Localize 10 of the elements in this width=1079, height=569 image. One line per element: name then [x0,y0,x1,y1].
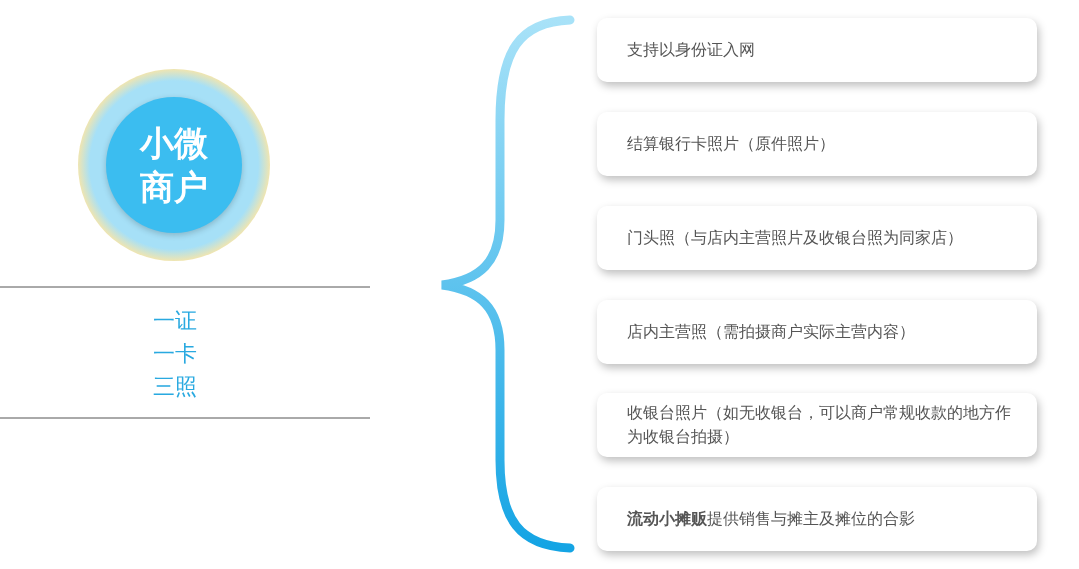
text-card: 店内主营照（需拍摄商户实际主营内容） [597,300,1037,364]
text-card: 支持以身份证入网 [597,18,1037,82]
text-card: 结算银行卡照片（原件照片） [597,112,1037,176]
list-item: 一证 [152,307,198,335]
list-item: 三照 [152,373,198,401]
text-card: 门头照（与店内主营照片及收银台照为同家店） [597,206,1037,270]
text-card: 流动小摊贩提供销售与摊主及摊位的合影 [597,487,1037,551]
circle-badge: 小微商户 [106,97,242,233]
text-card: 收银台照片（如无收银台，可以商户常规收款的地方作为收银台拍摄） [597,393,1037,457]
list-item: 一卡 [152,340,198,368]
